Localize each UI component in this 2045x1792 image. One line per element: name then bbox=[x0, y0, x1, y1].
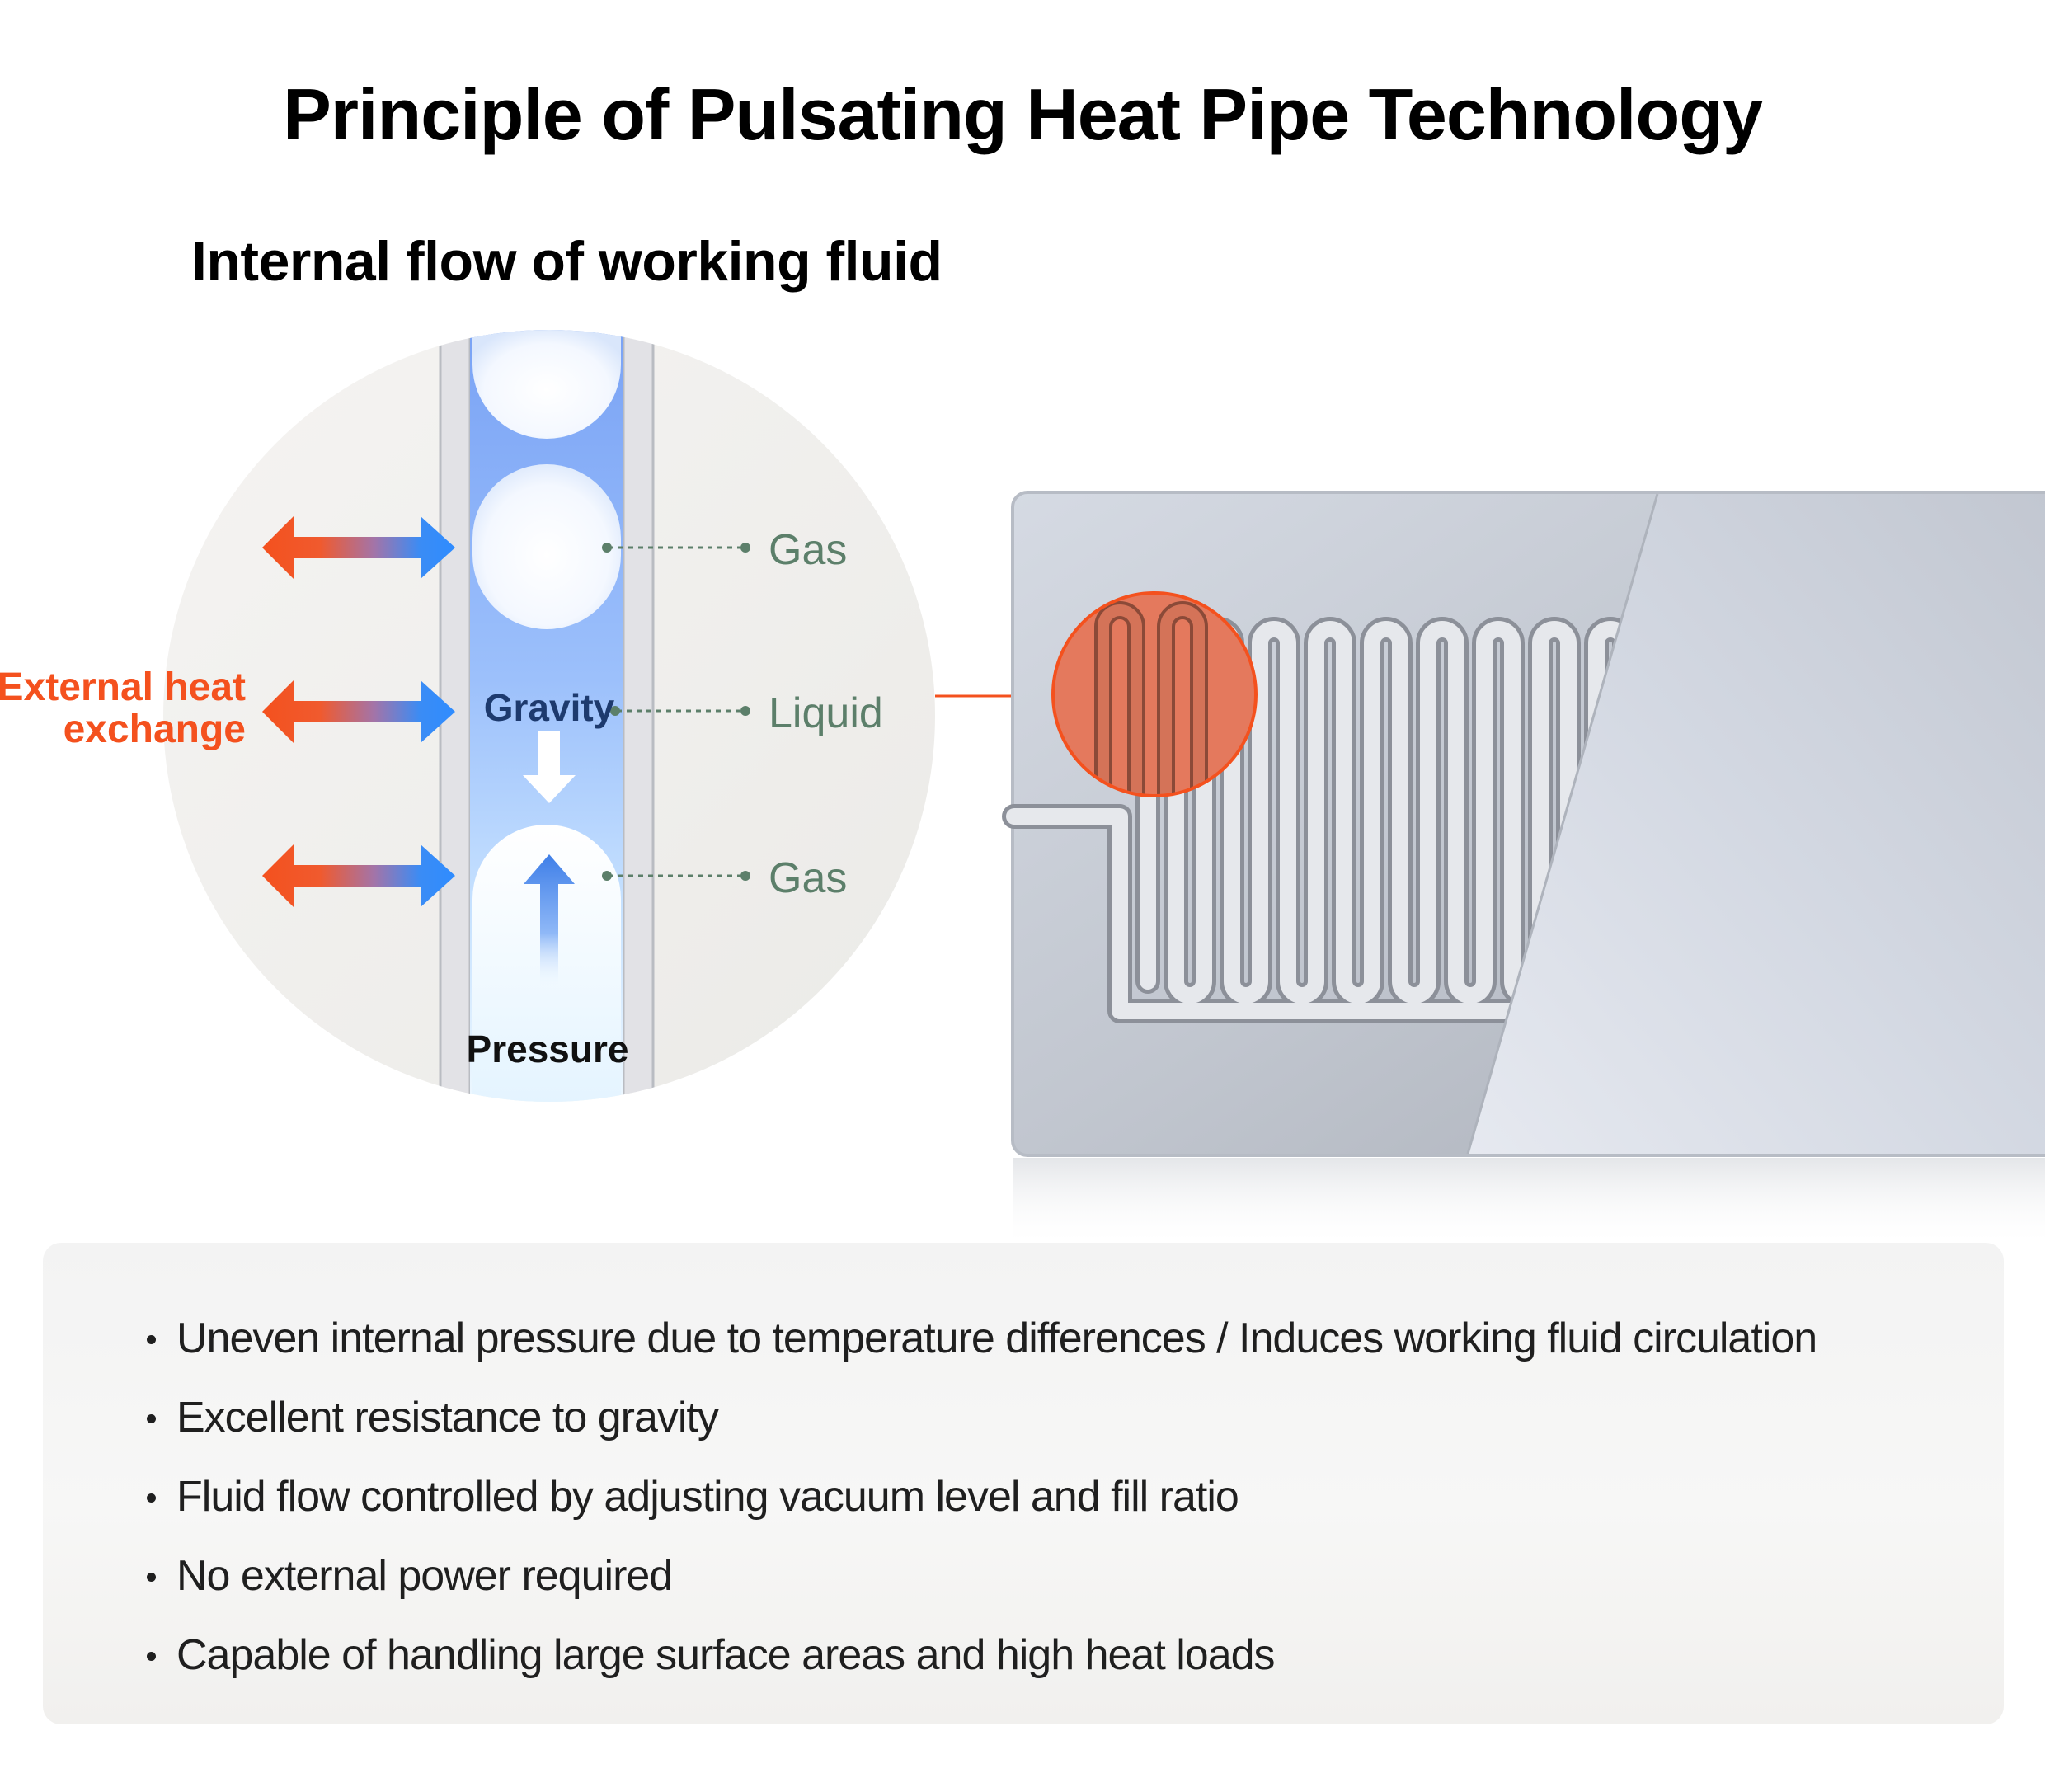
gas-bubble-top bbox=[472, 330, 621, 439]
callout-gas-bottom: Gas bbox=[769, 854, 847, 902]
heat-arrow-2 bbox=[262, 680, 455, 743]
callout-dots bbox=[602, 543, 750, 881]
list-item: Uneven internal pressure due to temperat… bbox=[140, 1299, 1817, 1378]
heat-pipe-diagram: External heat exchange Gravity Pressure … bbox=[0, 330, 2045, 1237]
feature-list: Uneven internal pressure due to temperat… bbox=[140, 1299, 1817, 1695]
external-heat-label-line1: External heat bbox=[0, 666, 246, 709]
gravity-arrow bbox=[523, 731, 576, 803]
gas-bubble-middle bbox=[472, 464, 621, 629]
pressure-arrow bbox=[524, 854, 575, 985]
heat-arrow-1 bbox=[262, 516, 455, 579]
external-heat-label-line2: exchange bbox=[63, 708, 246, 751]
heat-exchange-arrows bbox=[262, 516, 455, 907]
pressure-label: Pressure bbox=[467, 1028, 629, 1070]
list-item: No external power required bbox=[140, 1536, 1817, 1616]
section-title: Internal flow of working fluid bbox=[191, 230, 943, 293]
callout-gas-top: Gas bbox=[769, 526, 847, 574]
glass-cover bbox=[1468, 494, 2045, 1154]
tube-wall-right bbox=[622, 330, 655, 1102]
list-item: Excellent resistance to gravity bbox=[140, 1378, 1817, 1457]
gravity-label: Gravity bbox=[484, 686, 615, 729]
page-title: Principle of Pulsating Heat Pipe Technol… bbox=[283, 73, 1763, 155]
callout-lines bbox=[609, 546, 742, 877]
summary-panel bbox=[43, 1243, 2004, 1724]
plate-reflection bbox=[1013, 1158, 2045, 1237]
heat-arrow-3 bbox=[262, 844, 455, 907]
zoom-lens bbox=[1051, 591, 1258, 797]
callout-liquid: Liquid bbox=[769, 689, 883, 737]
list-item: Fluid flow controlled by adjusting vacuu… bbox=[140, 1457, 1817, 1536]
list-item: Capable of handling large surface areas … bbox=[140, 1616, 1817, 1695]
